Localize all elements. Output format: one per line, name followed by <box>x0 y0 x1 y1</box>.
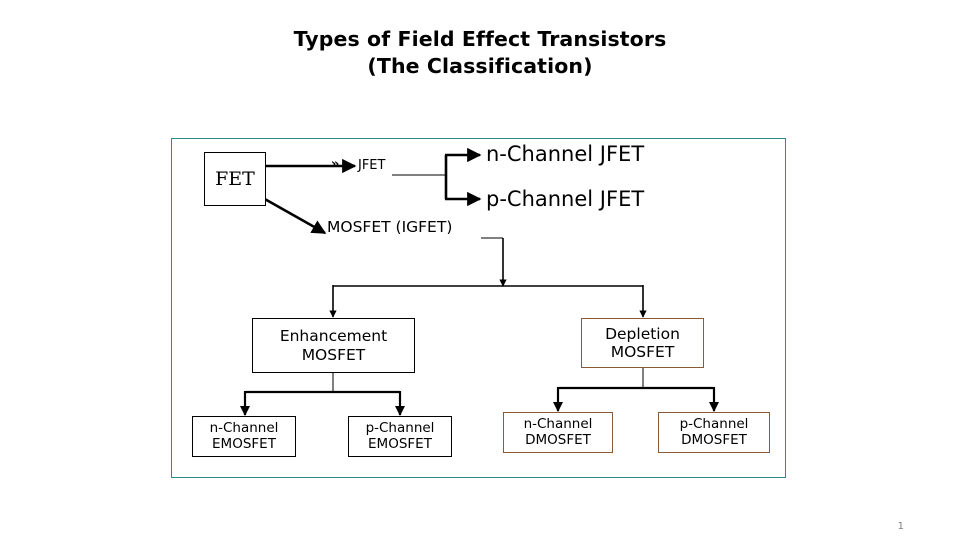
double-chevron-icon: » <box>331 157 340 172</box>
node-mosfet-igfet-label: MOSFET (IGFET) <box>327 218 453 236</box>
page-number: 1 <box>897 521 904 532</box>
page-title-line-1: Types of Field Effect Transistors <box>293 27 667 51</box>
node-enhancement-mosfet: Enhancement MOSFET <box>252 318 415 373</box>
page-title-line-2: (The Classification) <box>367 54 593 78</box>
node-fet: FET <box>204 152 266 206</box>
node-n-channel-jfet-label: n-Channel JFET <box>486 142 645 166</box>
node-p-channel-emosfet: p-Channel EMOSFET <box>348 416 452 457</box>
node-n-channel-emosfet: n-Channel EMOSFET <box>192 416 296 457</box>
node-n-channel-dmosfet-label: n-Channel DMOSFET <box>523 415 593 448</box>
node-n-channel-dmosfet: n-Channel DMOSFET <box>503 412 613 453</box>
node-p-channel-jfet-label: p-Channel JFET <box>486 187 645 211</box>
node-depletion-mosfet: Depletion MOSFET <box>581 318 704 368</box>
node-p-channel-dmosfet-label: p-Channel DMOSFET <box>679 415 749 448</box>
node-fet-label: FET <box>215 167 255 190</box>
node-n-channel-emosfet-label: n-Channel EMOSFET <box>209 419 279 452</box>
node-jfet-label: JFET <box>358 158 386 173</box>
node-depletion-mosfet-label: Depletion MOSFET <box>605 324 680 361</box>
diagram-frame <box>171 138 786 478</box>
node-enhancement-mosfet-label: Enhancement MOSFET <box>279 327 388 364</box>
node-p-channel-dmosfet: p-Channel DMOSFET <box>658 412 770 453</box>
page-title: Types of Field Effect Transistors (The C… <box>0 26 960 80</box>
node-p-channel-emosfet-label: p-Channel EMOSFET <box>365 419 435 452</box>
